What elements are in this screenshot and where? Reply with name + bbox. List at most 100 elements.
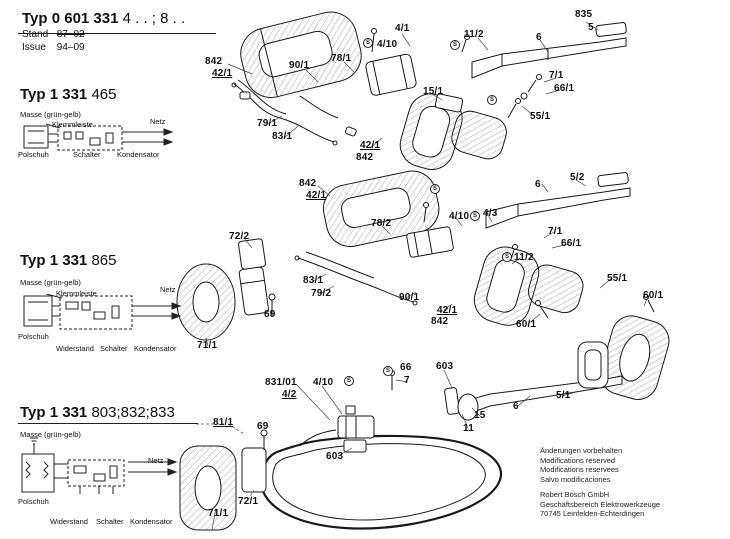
netz-arrow — [163, 138, 174, 146]
note-line: Salvo modificaciones — [540, 474, 611, 484]
company-line: 70745 Leinfelden-Echterdingen — [540, 509, 645, 518]
part-callout: 42/1 — [212, 68, 233, 79]
issue-label: Issue — [22, 42, 46, 53]
polschuh-box — [23, 125, 49, 149]
hanger-frame-bottom — [577, 341, 609, 389]
flexible-shaft-middle — [485, 172, 631, 229]
part-callout: 4/2 — [282, 389, 297, 400]
kondensator-symbol — [105, 132, 114, 144]
assembly-marker-icon: S — [363, 38, 373, 48]
label-kondensator: Kondensator — [117, 150, 160, 159]
part-callout: 78/1 — [331, 53, 352, 64]
widerstand-symbol — [73, 465, 87, 474]
schalter-symbol — [89, 137, 101, 146]
stand-line: Stand 87–02 — [22, 29, 185, 40]
part-callout: 4/1 — [395, 23, 410, 34]
assembly-marker-icon: S — [502, 252, 512, 262]
part-callout: 5/2 — [570, 172, 585, 183]
part-callout: 69 — [257, 421, 269, 432]
label-masse: Masse (grün-gelb) — [20, 278, 81, 287]
part-callout: 842 — [356, 152, 374, 163]
part-callout: 66 — [400, 362, 412, 373]
label-netz: Netz — [160, 285, 176, 294]
part-callout: 55/1 — [607, 273, 628, 284]
part-callout: 6 — [513, 401, 519, 412]
label-schalter: Schalter — [73, 150, 101, 159]
kondensator-symbol — [109, 465, 118, 479]
armature-top — [365, 53, 417, 96]
schalter-symbol — [93, 473, 106, 482]
motor-housing-middle — [322, 170, 440, 247]
bearing-ring-middle — [176, 263, 236, 341]
wiring-schematic-865 — [23, 294, 182, 330]
wiring-schematic-465 — [23, 123, 174, 151]
brush-plate-bottom — [241, 447, 267, 493]
label-masse: Masse (grün-gelb) — [20, 430, 81, 439]
section-title-rest: 865 — [91, 252, 117, 269]
wires-middle — [294, 251, 418, 306]
assembly-marker-icon: S — [383, 366, 393, 376]
label-netz: Netz — [148, 456, 164, 465]
label-polschuh: Polschuh — [18, 497, 49, 506]
klemmleiste-box — [59, 295, 133, 330]
part-callout: 72/1 — [238, 496, 259, 507]
part-callout: 66/1 — [554, 83, 575, 94]
part-callout: 603 — [326, 451, 344, 462]
polschuh-box — [23, 295, 53, 327]
switch-cluster-bottom — [337, 405, 375, 453]
klemmleiste-box — [67, 459, 125, 487]
part-callout: 5 — [588, 22, 594, 33]
section-title: Typ 1 331 803;832;833 — [20, 404, 175, 421]
part-callout: 842 — [205, 56, 223, 67]
company-line: Geschäftsbereich Elektrowerkzeuge — [540, 499, 661, 509]
part-callout: 15 — [474, 410, 486, 421]
part-callout: 83/1 — [303, 275, 324, 286]
part-callout: 7 — [404, 375, 410, 386]
label-widerstand: Widerstand — [50, 517, 88, 526]
section-title-rest: 465 — [91, 86, 117, 103]
widerstand-symbol — [65, 301, 79, 310]
part-callout: 5/1 — [556, 390, 571, 401]
part-callout: 90/1 — [399, 292, 420, 303]
part-callout: 831/01 — [265, 377, 297, 388]
issue-value: 94–09 — [56, 42, 85, 53]
issue-line: Issue 94–09 — [22, 42, 185, 53]
kondensator-symbol — [111, 305, 120, 319]
part-callout: 4/10 — [313, 377, 334, 388]
part-callout: 4/3 — [483, 208, 498, 219]
switch-module-middle — [406, 226, 454, 258]
part-callout: 42/1 — [360, 140, 381, 151]
part-callout: 79/2 — [311, 288, 332, 299]
label-kondensator: Kondensator — [130, 517, 173, 526]
netz-arrow — [171, 302, 182, 310]
part-callout: 4/10 — [449, 211, 470, 222]
section-title-rest: 803;832;833 — [91, 404, 175, 421]
section-title: Typ 1 331 465 — [20, 86, 116, 103]
assembly-marker-icon: S — [470, 211, 480, 221]
stand-label: Stand — [22, 29, 49, 40]
schalter-symbol — [93, 311, 106, 320]
motor-housing-top — [240, 11, 362, 98]
klemmleiste-box — [57, 125, 123, 151]
company-line: Robert Bosch GmbH — [540, 490, 610, 499]
label-masse: Masse (grün-gelb) — [20, 110, 81, 119]
label-kondensator: Kondensator — [134, 344, 177, 353]
part-callout: 71/1 — [208, 508, 229, 519]
part-callout: 842 — [431, 316, 449, 327]
section-title-underline — [18, 423, 198, 424]
type-number-rest: 4 . . ; 8 . . — [122, 10, 186, 27]
assembly-marker-icon: S — [487, 95, 497, 105]
part-callout: 71/1 — [197, 340, 218, 351]
label-schalter: Schalter — [100, 344, 128, 353]
label-polschuh: Polschuh — [18, 150, 49, 159]
netz-arrow — [171, 312, 182, 320]
part-callout: 60/1 — [516, 319, 537, 330]
assembly-marker-icon: S — [430, 184, 440, 194]
label-widerstand: Widerstand — [56, 344, 94, 353]
section-title-bold: Typ 1 331 — [20, 86, 88, 103]
part-callout: 72/2 — [229, 231, 250, 242]
wiring-section-803: Typ 1 331 803;832;833 Masse (grün-gelb) … — [16, 404, 226, 529]
type-number-bold: Typ 0 601 331 — [22, 10, 119, 27]
section-title-bold: Typ 1 331 — [20, 404, 88, 421]
stand-value: 87–02 — [56, 29, 85, 40]
